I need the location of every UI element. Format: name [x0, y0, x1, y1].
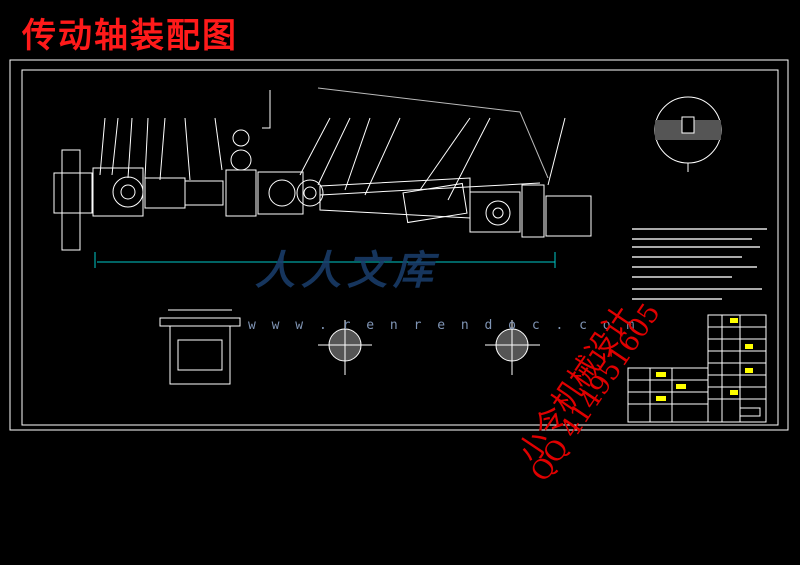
main-assembly-view	[53, 87, 592, 268]
watermark-url: w w w . r e n r e n d o c . c o m	[248, 318, 639, 333]
technical-notes	[632, 228, 767, 300]
section-view-a	[159, 309, 241, 385]
section-view-c	[485, 320, 540, 375]
sheet-inner-border	[21, 69, 779, 426]
parts-list-table	[707, 314, 767, 423]
watermark-brand: 人人文库	[255, 248, 439, 294]
sheet-outer-border	[9, 59, 789, 431]
detail-view-circle	[654, 96, 722, 172]
title-block	[627, 367, 761, 423]
section-view-b	[318, 320, 372, 375]
drawing-title: 传动轴装配图	[22, 16, 238, 56]
